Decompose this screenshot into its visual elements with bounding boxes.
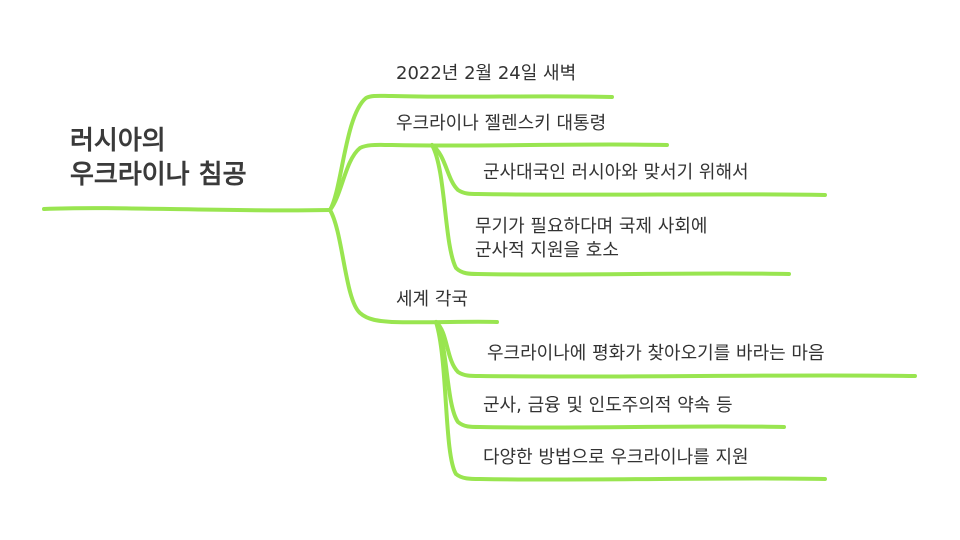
root-topic-line-1: 러시아의	[70, 126, 166, 156]
branch-to-zelensky-child-1	[430, 143, 480, 196]
subtopic-zelensky-1[interactable]: 군사대국인 러시아와 맞서기 위해서	[483, 162, 749, 183]
branch-to-world-child-2	[434, 320, 482, 429]
topic-zelensky[interactable]: 우크라이나 젤렌스키 대통령	[396, 113, 607, 134]
subtopic-zelensky-2[interactable]: 무기가 필요하다며 국제 사회에 군사적 지원을 호소	[475, 215, 707, 264]
topic-world[interactable]: 세계 각국	[396, 289, 468, 310]
underline-zelensky-child-2	[476, 271, 791, 277]
underline-world-child-1	[478, 373, 917, 379]
branch-to-world-child-1	[434, 320, 482, 378]
underline-world-child-3	[478, 476, 827, 482]
underline-world-child-2	[478, 424, 786, 430]
branch-root	[42, 206, 332, 213]
subtopic-world-2[interactable]: 군사, 금융 및 인도주의적 약속 등	[483, 395, 733, 416]
branch-to-zelensky	[328, 142, 394, 212]
branch-to-date	[328, 93, 394, 212]
underline-zelensky-child-1	[476, 192, 827, 197]
underline-zelensky	[390, 142, 669, 148]
subtopic-world-1[interactable]: 우크라이나에 평화가 찾아오기를 바라는 마음	[487, 343, 825, 364]
subtopic-zelensky-2-line-2: 군사적 지원을 호소	[475, 240, 619, 262]
subtopic-world-3[interactable]: 다양한 방법으로 우크라이나를 지원	[483, 447, 749, 468]
root-topic[interactable]: 러시아의 우크라이나 침공	[70, 125, 247, 193]
underline-date	[390, 94, 614, 99]
subtopic-zelensky-2-line-1: 무기가 필요하다며 국제 사회에	[475, 216, 708, 237]
branch-to-world	[328, 208, 394, 324]
topic-date[interactable]: 2022년 2월 24일 새벽	[396, 63, 577, 84]
underline-world	[390, 319, 499, 325]
branch-to-world-child-3	[434, 320, 482, 481]
branch-to-zelensky-child-2	[430, 143, 480, 276]
root-topic-line-2: 우크라이나 침공	[70, 159, 247, 190]
